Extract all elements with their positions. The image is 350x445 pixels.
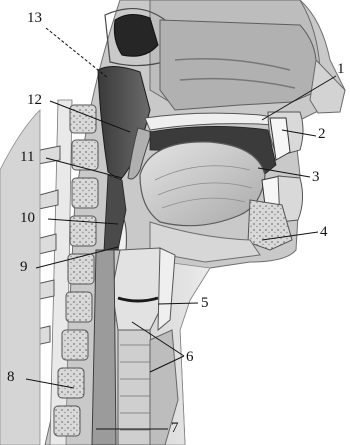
label-5: 5 (201, 296, 209, 311)
label-1: 1 (337, 62, 345, 77)
label-11: 11 (20, 150, 34, 165)
label-12: 12 (27, 93, 42, 108)
label-4: 4 (320, 225, 328, 240)
label-9: 9 (20, 260, 28, 275)
label-3: 3 (312, 170, 320, 185)
esophagus (92, 250, 116, 445)
nasal-cavity (160, 20, 320, 110)
label-13: 13 (27, 11, 42, 26)
label-8: 8 (7, 370, 15, 385)
label-10: 10 (20, 211, 35, 226)
label-7: 7 (171, 421, 179, 436)
label-6: 6 (186, 350, 194, 365)
label-2: 2 (318, 127, 326, 142)
